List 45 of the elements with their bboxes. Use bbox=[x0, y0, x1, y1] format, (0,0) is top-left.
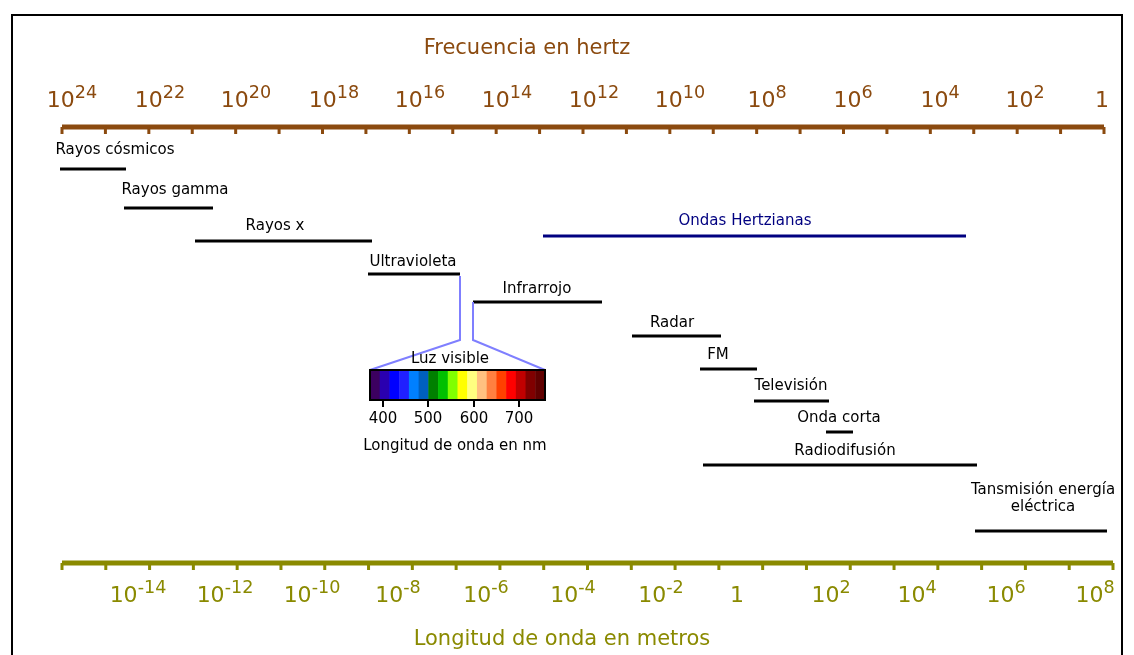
band-label: Ondas Hertzianas bbox=[678, 212, 812, 230]
tick-label: 1 bbox=[730, 582, 744, 608]
tick-label: 10$^{8}$ bbox=[1075, 582, 1115, 608]
tick-label: 10$^{6}$ bbox=[986, 582, 1026, 608]
band-label: Televisión bbox=[754, 377, 828, 395]
tick-label: 10$^{6}$ bbox=[833, 87, 873, 113]
tick-label: 10$^{24}$ bbox=[46, 87, 98, 113]
tick-label: 10$^{8}$ bbox=[747, 87, 787, 113]
band-label: FM bbox=[707, 346, 729, 364]
band-label: Luz visible bbox=[410, 350, 490, 368]
tick-label: 10$^{16}$ bbox=[394, 87, 446, 113]
tick-label: 10$^{22}$ bbox=[134, 87, 186, 113]
tick-label: 10$^{-4}$ bbox=[550, 582, 596, 608]
band-label: Rayos cósmicos bbox=[55, 141, 175, 159]
tick-label: 700 bbox=[504, 410, 534, 428]
tick-label: 10$^{-12}$ bbox=[196, 582, 254, 608]
band-label: Rayos x bbox=[245, 217, 305, 235]
tick-label: 10$^{-8}$ bbox=[375, 582, 421, 608]
tick-label: 400 bbox=[368, 410, 398, 428]
tick-label: 10$^{12}$ bbox=[568, 87, 620, 113]
axis-title: Longitud de onda en metros bbox=[413, 625, 711, 651]
tick-label: 10$^{18}$ bbox=[308, 87, 360, 113]
tick-label: 1 bbox=[1095, 87, 1109, 113]
tick-label: 500 bbox=[413, 410, 443, 428]
band-label: Rayos gamma bbox=[121, 181, 229, 199]
band-label: Onda corta bbox=[797, 409, 881, 427]
band-label: Ultravioleta bbox=[369, 253, 457, 271]
band-label: Radiodifusión bbox=[794, 442, 896, 460]
band-label: Radar bbox=[649, 314, 695, 332]
tick-label: 10$^{14}$ bbox=[481, 87, 533, 113]
tick-label: 10$^{-6}$ bbox=[463, 582, 509, 608]
tick-label: 10$^{10}$ bbox=[654, 87, 706, 113]
tick-label: 10$^{-2}$ bbox=[638, 582, 684, 608]
tick-label: 10$^{20}$ bbox=[220, 87, 272, 113]
tick-label: 10$^{4}$ bbox=[897, 582, 937, 608]
tick-label: 10$^{4}$ bbox=[920, 87, 960, 113]
band-label: Infrarrojo bbox=[502, 280, 572, 298]
tick-label: 600 bbox=[459, 410, 489, 428]
tick-label: 10$^{2}$ bbox=[1005, 87, 1045, 113]
tick-label: 10$^{-10}$ bbox=[283, 582, 341, 608]
axis-title: Longitud de onda en nm bbox=[363, 437, 547, 455]
tick-label: 10$^{2}$ bbox=[811, 582, 851, 608]
axis-title: Frecuencia en hertz bbox=[423, 34, 631, 60]
band-label: Tansmisión energía eléctrica bbox=[969, 480, 1117, 516]
tick-label: 10$^{-14}$ bbox=[109, 582, 167, 608]
